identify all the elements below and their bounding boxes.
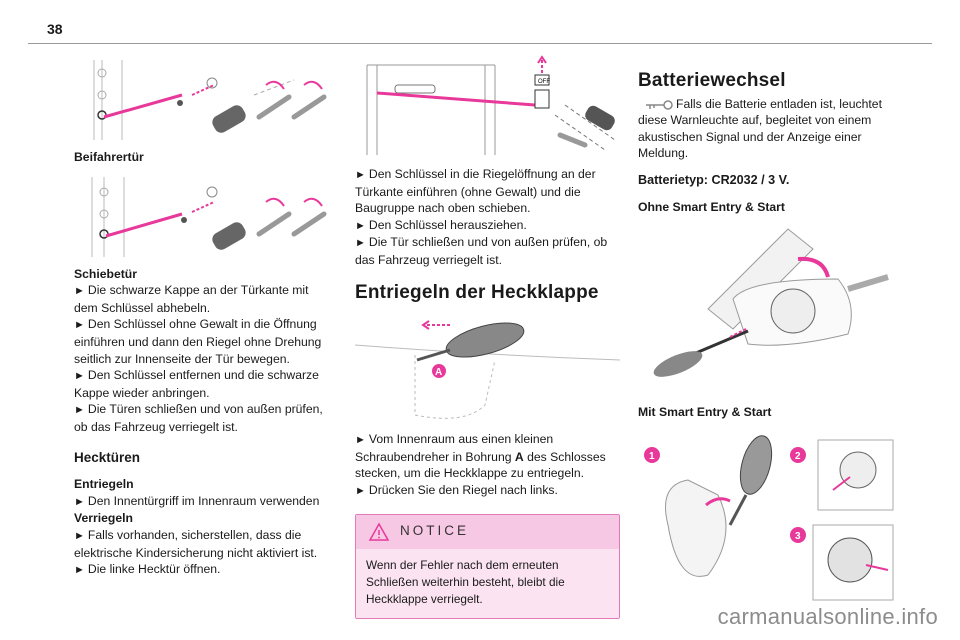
mit-title: Mit Smart Entry & Start (638, 405, 772, 420)
page-number: 38 (47, 21, 63, 37)
schiebe-step-2: ►Den Schlüssel ohne Gewalt in die Öffnun… (74, 317, 322, 366)
door-lock-figure-2 (91, 176, 327, 257)
column-2: OFF ►Den Schlüssel in die Riegelöffnung … (355, 55, 620, 619)
notice-title: NOTICE (400, 523, 470, 539)
column-3: Batteriewechsel Falls die Batterie entla… (638, 55, 898, 605)
battery-intro-text: Falls die Batterie entladen ist, leuchte… (638, 96, 882, 161)
schiebe-step-3: ►Den Schlüssel entfernen und die schwarz… (74, 368, 319, 400)
rear-step-2: ►Den Schlüssel herausziehen. (355, 217, 527, 232)
rear-step-1: ►Den Schlüssel in die Riegelöffnung an d… (355, 167, 596, 216)
battery-title: Batteriewechsel (638, 70, 786, 91)
column-1: Beifahrertür Schiebetür ►Die schwarze Ka… (74, 55, 334, 579)
step-badge-1 (644, 446, 660, 463)
ohne-title: Ohne Smart Entry & Start (638, 199, 785, 214)
step-badge-1-label: 1 (649, 451, 655, 462)
rear-door-figure: OFF (355, 55, 620, 160)
verriegeln-step-2: ►Die linke Hecktür öffnen. (74, 562, 221, 577)
verriegeln-step-1: ►Falls vorhanden, sicherstellen, dass di… (74, 527, 318, 560)
tailgate-step-2: ►Drücken Sie den Riegel nach links. (355, 482, 558, 497)
battery-intro: Falls die Batterie entladen ist, leuchte… (638, 96, 898, 162)
screwdriver-figure: A (355, 315, 620, 425)
notice-box: NOTICE Wenn der Fehler nach dem erneuten… (355, 513, 620, 619)
schiebe-title: Schiebetür (74, 266, 137, 281)
beifahrer-title: Beifahrertür (74, 150, 144, 164)
step-badge-2 (790, 446, 806, 463)
step-badge-2-label: 2 (795, 451, 801, 462)
notice-text: Wenn der Fehler nach dem erneuten Schlie… (356, 548, 619, 618)
key-warning-icon (646, 99, 673, 110)
tailgate-screwdriver-illustration: A (355, 320, 620, 419)
tailgate-step-1: ►Vom Innenraum aus einen kleinen Schraub… (355, 432, 606, 481)
entriegeln-step: ►Den Innentürgriff im Innenraum verwende… (74, 493, 320, 508)
step-badge-3 (790, 526, 806, 543)
heck-title: Hecktüren (74, 449, 141, 465)
passenger-door-figure (74, 55, 334, 143)
off-label: OFF (538, 79, 550, 85)
notice-header: NOTICE (356, 514, 619, 549)
key-battery-illustration (653, 228, 889, 377)
warning-triangle-icon (368, 522, 390, 541)
smart-key-illustration: 1 2 3 (644, 435, 894, 601)
step-badge-3-label: 3 (795, 531, 801, 542)
door-lock-figure-1 (93, 60, 327, 140)
battery-type: Batterietyp: CR2032 / 3 V. (638, 172, 790, 187)
rear-step-3: ►Die Tür schließen und von außen prüfen,… (355, 235, 608, 267)
schiebe-step-4: ►Die Türen schließen und von außen prüfe… (74, 402, 323, 434)
schiebe-step-1: ►Die schwarze Kappe an der Türkante mit … (74, 283, 309, 315)
top-rule (28, 43, 932, 44)
key-battery-figure-2: 1 2 3 (638, 425, 898, 605)
label-a: A (435, 367, 442, 378)
heckklappe-title: Entriegeln der Heckklappe (355, 281, 599, 303)
key-battery-figure-1 (638, 219, 898, 394)
sliding-door-figure (74, 172, 334, 260)
entriegeln-label: Entriegeln (74, 477, 134, 492)
rear-door-illustration: OFF (366, 55, 616, 155)
watermark: carmanualsonline.info (717, 604, 938, 629)
verriegeln-label: Verriegeln (74, 511, 133, 526)
